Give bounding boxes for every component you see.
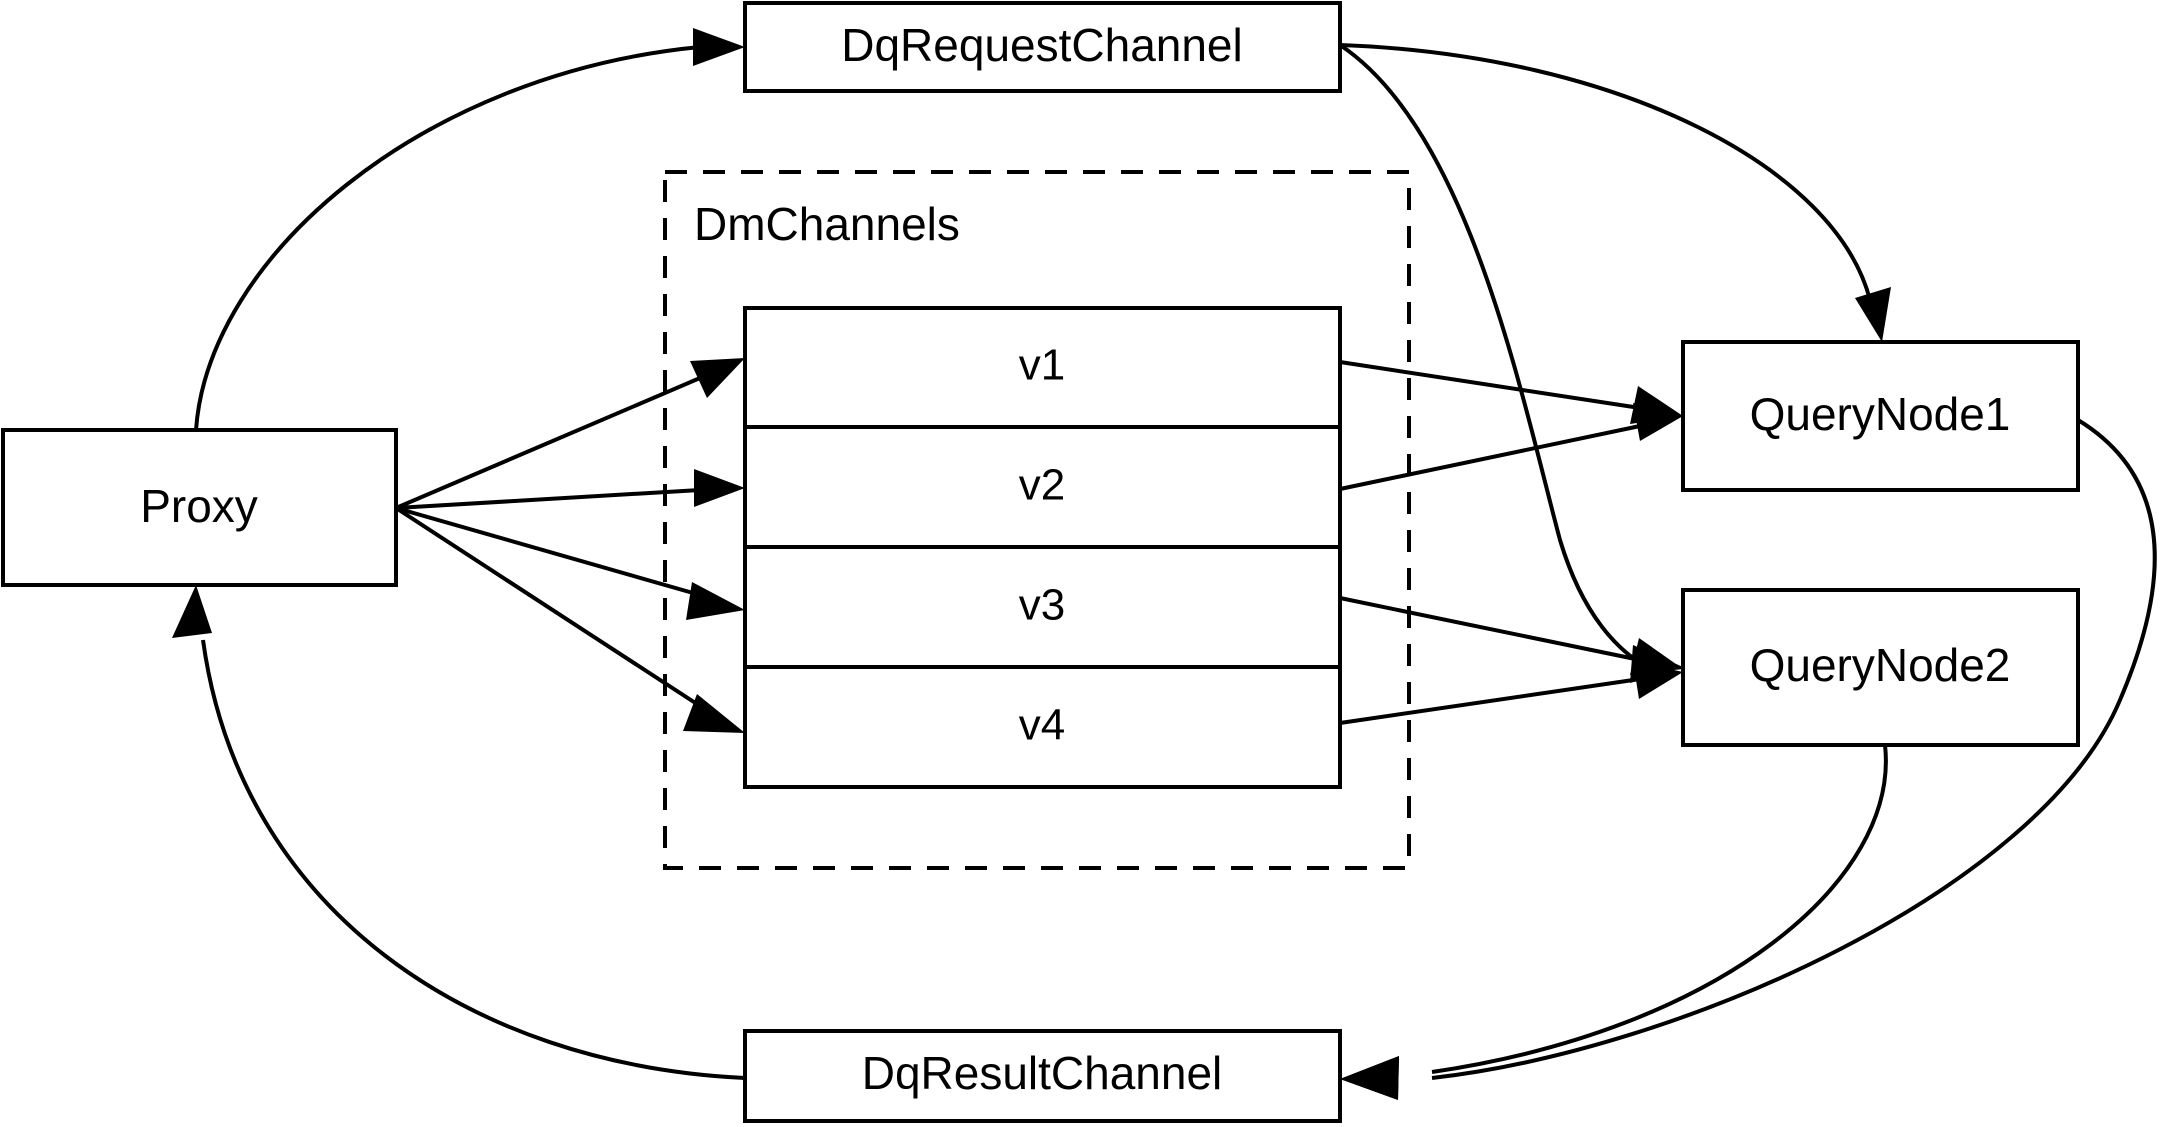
arrowhead-icon: [683, 694, 745, 733]
vchannel-row-v3[interactable]: v3: [1019, 581, 1065, 630]
node-query-node-1-box[interactable]: [1681, 340, 2080, 492]
edge-path: [395, 488, 701, 510]
node-query-node-2[interactable]: QueryNode2: [1681, 588, 2080, 747]
edge-dqresultchannel-to-proxy: [172, 585, 746, 1080]
vchannel-row-v1-label: v1: [1019, 341, 1065, 390]
edge-proxy-to-v1: [395, 358, 745, 510]
edge-path: [1339, 596, 1641, 662]
vchannel-row-v3-label: v3: [1019, 581, 1065, 630]
edge-path: [194, 45, 701, 431]
node-query-node-2-box[interactable]: [1681, 588, 2080, 747]
edge-dqrequestchannel-to-querynode2: [1338, 43, 1683, 683]
node-dq-result-channel-box[interactable]: [743, 1029, 1342, 1123]
vchannel-row-v2[interactable]: v2: [1019, 461, 1065, 510]
edge-path: [201, 639, 746, 1080]
vchannel-row-v1[interactable]: v1: [1019, 341, 1065, 390]
arrowhead-icon: [1855, 287, 1891, 342]
arrowhead-icon: [693, 28, 745, 66]
edge-path: [395, 506, 701, 597]
edge-proxy-to-v3: [395, 506, 745, 620]
edge-proxy-to-v2: [395, 469, 745, 510]
edge-proxy-to-dqrequestchannel: [194, 28, 745, 431]
node-dq-request-channel-label: DqRequestChannel: [841, 19, 1243, 71]
node-dq-request-channel-box[interactable]: [743, 1, 1342, 93]
node-query-node-1[interactable]: QueryNode1: [1681, 340, 2080, 492]
node-proxy[interactable]: Proxy: [1, 428, 398, 587]
node-proxy-label: Proxy: [140, 480, 258, 532]
vchannel-row-v4-label: v4: [1019, 701, 1065, 750]
edge-path: [1339, 43, 1872, 301]
arrowhead-icon: [1633, 661, 1683, 699]
edge-querynode2-to-dqresultchannel: [1340, 744, 1888, 1100]
arrowhead-icon: [690, 358, 745, 398]
edge-path: [1431, 744, 1888, 1074]
vchannel-stack: v1 v2 v3 v4: [743, 306, 1342, 789]
dmchannels-group-label: DmChannels: [694, 198, 960, 250]
arrowhead-icon: [686, 582, 745, 620]
edge-v1-to-querynode1: [1339, 360, 1683, 424]
node-dq-result-channel[interactable]: DqResultChannel: [743, 1029, 1342, 1123]
edge-v4-to-querynode2: [1339, 661, 1683, 725]
arrowhead-icon: [694, 469, 745, 507]
arrowhead-icon: [1633, 403, 1683, 441]
node-dq-result-channel-label: DqResultChannel: [862, 1047, 1223, 1099]
edge-path: [1339, 360, 1641, 410]
node-dq-request-channel[interactable]: DqRequestChannel: [743, 1, 1342, 93]
arrowhead-icon: [172, 585, 212, 638]
vchannel-row-v2-label: v2: [1019, 461, 1065, 510]
edge-path: [1339, 677, 1641, 725]
edge-path: [1338, 43, 1642, 666]
edge-v2-to-querynode1: [1339, 403, 1683, 491]
node-proxy-box[interactable]: [1, 428, 398, 587]
edge-path: [1431, 418, 2157, 1080]
arrowhead-icon: [1340, 1056, 1399, 1100]
edge-path: [395, 376, 701, 510]
node-query-node-2-label: QueryNode2: [1750, 639, 2011, 691]
edge-path: [1339, 424, 1641, 491]
edge-proxy-to-v4: [394, 506, 745, 733]
vchannel-row-v4[interactable]: v4: [1019, 701, 1065, 750]
edge-querynode1-to-dqresultchannel: [1340, 418, 2157, 1100]
node-query-node-1-label: QueryNode1: [1750, 388, 2011, 440]
dmchannels-group: DmChannels: [663, 170, 1411, 870]
edge-path: [394, 506, 702, 708]
edge-dqrequestchannel-to-querynode1: [1339, 43, 1891, 342]
